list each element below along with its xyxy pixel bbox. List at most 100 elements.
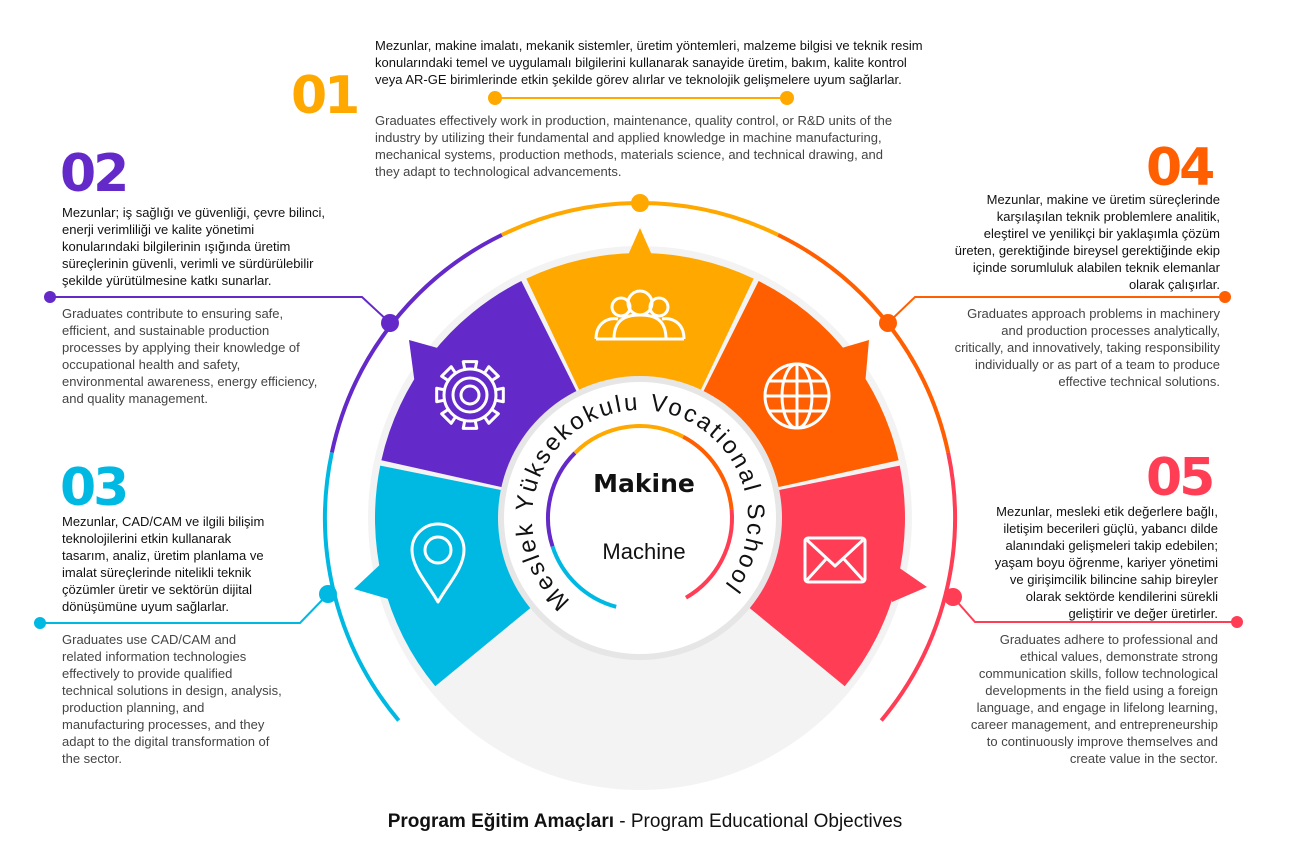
text-line: Graduates use CAD/CAM and <box>62 632 237 647</box>
text-line: adapt to the digital transformation of <box>62 734 270 749</box>
location-pin-icon <box>410 522 466 604</box>
segment-pointer-02 <box>409 340 452 385</box>
wheel-segment-02 <box>381 281 578 488</box>
text-line: iletişim becerileri güçlü, yabancı dilde <box>1003 521 1218 536</box>
objective-number-05: 05 <box>1146 448 1215 508</box>
connector-dot <box>381 314 399 332</box>
text-line: eleştirel ve yenilikçi bir yaklaşımla çö… <box>983 226 1220 241</box>
text-line: related information technologies <box>62 649 247 664</box>
text-line: imalat süreçlerinde nitelikli teknik <box>62 565 252 580</box>
objective-number-02: 02 <box>60 144 129 204</box>
text-line: environmental awareness, energy efficien… <box>62 374 318 389</box>
text-line: the sector. <box>62 751 122 766</box>
text-line: critically, and innovatively, taking res… <box>954 340 1220 355</box>
text-line: ethical values, demonstrate strong <box>1020 649 1218 664</box>
text-line: Mezunlar, makine imalatı, mekanik sistem… <box>375 38 923 53</box>
objective-02-tr-text: Mezunlar; iş sağlığı ve güvenliği, çevre… <box>62 204 325 289</box>
text-line: effective technical solutions. <box>1058 374 1220 389</box>
text-line: karşılaşılan teknik problemlere analitik… <box>996 209 1220 224</box>
center-title-en: Machine <box>602 539 685 564</box>
text-line: Graduates effectively work in production… <box>375 113 893 128</box>
connector-dot <box>879 314 897 332</box>
text-line: çözümler üretir ve sektörün dijital <box>62 582 253 597</box>
title-tr: Program Eğitim Amaçları <box>387 811 614 832</box>
envelope-icon <box>803 536 867 584</box>
text-line: efficient, and sustainable production <box>62 323 270 338</box>
connector-dot <box>44 291 56 303</box>
text-line: süreçlerinin güvenli, verimli ve sürdürü… <box>62 256 314 271</box>
objective-04-en-text: Graduates approach problems in machinery… <box>955 305 1220 390</box>
connector-dot <box>34 617 46 629</box>
objective-05-tr-text: Mezunlar, mesleki etik değerlere bağlı, i… <box>995 503 1218 622</box>
text-line: Graduates approach problems in machinery <box>967 306 1220 321</box>
text-line: veya AR-GE birimlerinde etkin şekilde gö… <box>375 72 902 87</box>
text-line: dönüşümüne uyum sağlarlar. <box>62 599 229 614</box>
text-line: üreten, gerektiğinde bireysel gerektiğin… <box>954 243 1220 258</box>
objective-03-en-text: Graduates use CAD/CAM and related informa… <box>62 631 282 767</box>
people-icon <box>594 289 686 341</box>
inner-arc <box>684 509 734 600</box>
text-line: Graduates contribute to ensuring safe, <box>62 306 284 321</box>
text-line: ve girişimcilik bilincine sahip bireyler <box>1009 572 1218 587</box>
connector-dot <box>1231 616 1243 628</box>
page-title: Program Eğitim Amaçları - Program Educat… <box>0 811 1290 833</box>
connector-dot <box>631 194 649 212</box>
segment-pointer-05 <box>888 560 927 602</box>
connector-dot <box>488 91 502 105</box>
connector-dot <box>319 585 337 603</box>
text-line: şekilde yürütülmesine katkı sunarlar. <box>62 273 272 288</box>
gear-icon <box>435 360 505 430</box>
wheel-segment-04 <box>702 281 899 488</box>
objective-number-03: 03 <box>60 458 129 518</box>
text-line: içinde sorumluluk alabilen teknik eleman… <box>972 260 1220 275</box>
inner-circle <box>504 382 776 654</box>
text-line: effectively to provide qualified <box>62 666 233 681</box>
wheel-segment-01 <box>526 253 754 392</box>
text-line: geliştirir ve değer üretirler. <box>1068 606 1218 621</box>
text-line: Mezunlar; iş sağlığı ve güvenliği, çevre… <box>62 205 326 220</box>
text-line: manufacturing processes, and they <box>62 717 265 732</box>
connector-02 <box>50 296 391 324</box>
text-line: industry by utilizing their fundamental … <box>375 130 882 145</box>
text-line: olarak sektörde kendilerini sürekli <box>1025 589 1218 604</box>
text-line: create value in the sector. <box>1069 751 1218 766</box>
text-line: and quality management. <box>62 391 208 406</box>
segment-pointer-03 <box>354 560 392 600</box>
inner-arc <box>573 424 685 455</box>
objective-02-en-text: Graduates contribute to ensuring safe, ef… <box>62 305 317 407</box>
text-line: language, and engage in lifelong learnin… <box>976 700 1218 715</box>
text-line: they adapt to technological advancements… <box>375 164 622 179</box>
objective-number-04: 04 <box>1146 138 1215 198</box>
text-line: developments in the field using a foreig… <box>985 683 1218 698</box>
text-line: teknolojilerini etkin kullanarak <box>62 531 232 546</box>
text-line: konularındaki bilgilerinin ışığında üret… <box>62 239 291 254</box>
title-en: - Program Educational Objectives <box>614 811 903 832</box>
text-line: individually or as part of a team to pro… <box>975 357 1220 372</box>
text-line: mechanical systems, production methods, … <box>375 147 883 162</box>
connector-dot <box>944 588 962 606</box>
objective-number-01: 01 <box>291 66 360 126</box>
text-line: occupational health and safety, <box>62 357 241 372</box>
connector-dot <box>780 91 794 105</box>
center-title-tr: Makine <box>593 469 695 498</box>
segment-pointer-04 <box>828 340 869 385</box>
text-line: technical solutions in design, analysis, <box>62 683 282 698</box>
objective-01-en-text: Graduates effectively work in production… <box>375 112 892 180</box>
connector-03 <box>40 593 329 624</box>
inner-arc <box>550 545 617 609</box>
text-line: enerji verimliliği ve kalite yönetimi <box>62 222 255 237</box>
text-line: Mezunlar, mesleki etik değerlere bağlı, <box>996 504 1218 519</box>
connector-05 <box>952 596 1237 623</box>
connector-04 <box>887 296 1225 324</box>
text-line: and production processes analytically, <box>1001 323 1220 338</box>
text-line: yaşam boyu öğrenme, kariyer yönetimi <box>994 555 1218 570</box>
text-line: communication skills, follow technologic… <box>978 666 1218 681</box>
inner-arc <box>546 451 577 548</box>
connector-dot <box>1219 291 1231 303</box>
segment-pointer-01 <box>625 228 655 262</box>
text-line: alanındaki gelişmeleri takip edebilen; <box>1005 538 1218 553</box>
